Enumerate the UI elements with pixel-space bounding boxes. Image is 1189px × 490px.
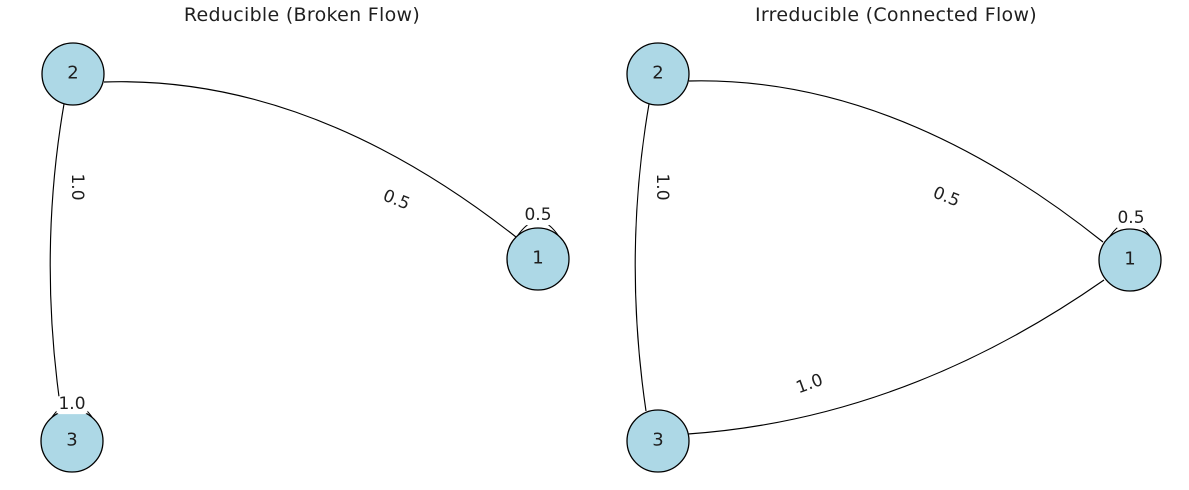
node-1-circle-left (506, 227, 570, 291)
loop-weight-3-left: 1.0 (56, 394, 88, 415)
edge-2-1-left (103, 81, 517, 238)
edge-weight-2-3-right: 1.0 (651, 171, 672, 203)
panel-title-right: Irreducible (Connected Flow) (754, 4, 1038, 27)
node-2-circle-right (626, 42, 690, 106)
node-2-circle-left (41, 42, 105, 106)
edge-2-3-right (634, 103, 650, 412)
node-1-label-left: 1 (532, 247, 544, 269)
loop-weight-1-left: 0.5 (522, 205, 554, 226)
panel-title-left: Reducible (Broken Flow) (183, 4, 421, 27)
edge-weight-2-3-left: 1.0 (66, 171, 87, 203)
node-3-label-left: 3 (66, 429, 78, 451)
edge-2-3-left (49, 103, 65, 412)
loop-weight-1-right: 0.5 (1115, 208, 1147, 229)
edge-2-1-right (688, 80, 1104, 243)
edge-3-1-right (687, 279, 1105, 435)
node-1-circle-right (1098, 228, 1162, 292)
node-3-label-right: 3 (652, 429, 664, 451)
node-1-label-right: 1 (1124, 248, 1136, 270)
node-2-label-right: 2 (652, 62, 664, 84)
node-2-label-left: 2 (67, 62, 79, 84)
node-3-circle-right (626, 409, 690, 473)
